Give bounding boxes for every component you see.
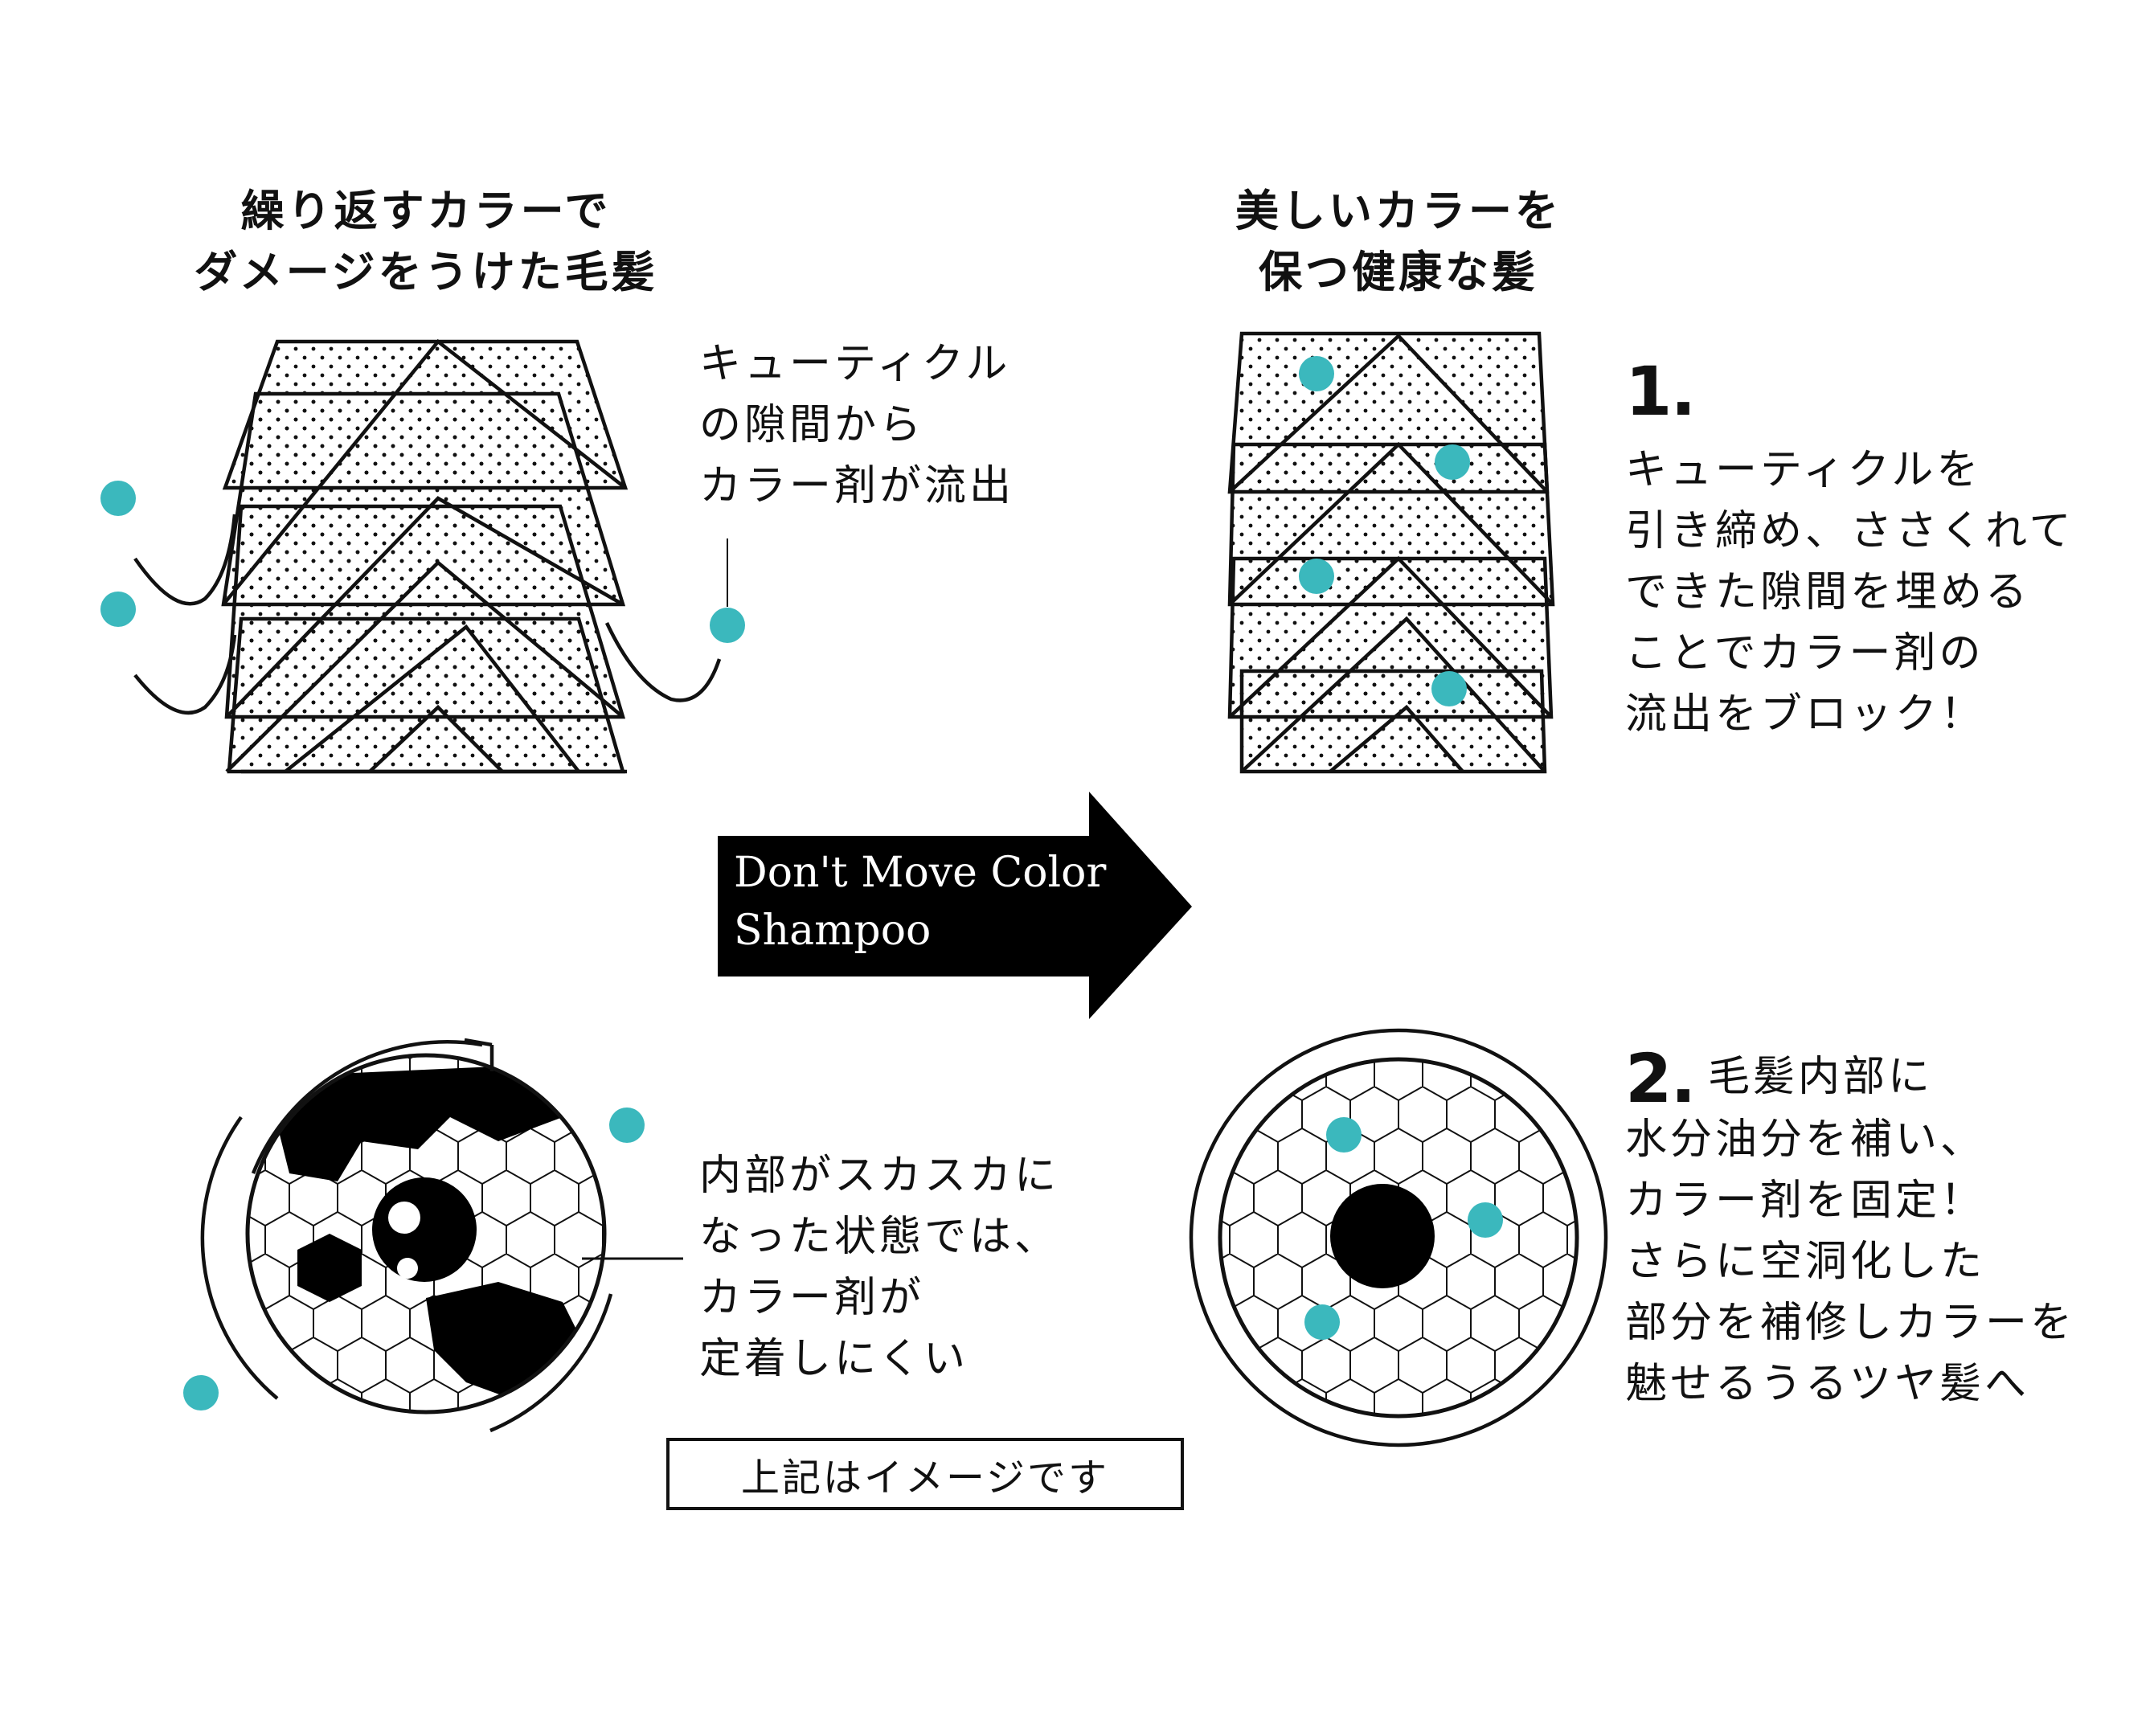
left-heading: 繰り返すカラーで ダメージをうけた毛髪 — [185, 181, 667, 303]
point-1-number: 1. — [1625, 352, 1696, 431]
cuticle-leak-note: キューティクル の隙間から カラー剤が流出 — [699, 334, 1014, 517]
point-line: キューティクルを — [1625, 446, 1982, 494]
note-line: カラー剤が流出 — [699, 462, 1015, 510]
note-line: の隙間から — [699, 401, 925, 449]
healthy-cuticle-illustration — [1227, 331, 1555, 774]
point-line: カラー剤を固定！ — [1625, 1177, 1986, 1225]
left-heading-line: 繰り返すカラーで — [240, 186, 612, 236]
point-line: 流出をブロック！ — [1625, 690, 1986, 739]
arrow-label-line: Don't Move Color — [734, 849, 1107, 897]
note-line: 内部がスカスカに — [699, 1152, 1060, 1200]
transform-arrow — [718, 792, 1192, 1019]
damaged-cuticle-illustration — [221, 338, 629, 774]
right-heading-line: 美しいカラーを — [1235, 186, 1562, 236]
right-heading: 美しいカラーを 保つ健康な髪 — [1153, 181, 1644, 303]
note-line: 定着しにくい — [699, 1335, 968, 1383]
arrow-label: Don't Move Color Shampoo — [734, 844, 1106, 960]
note-line: キューティクル — [699, 340, 1011, 388]
note-line: なった状態では、 — [699, 1213, 1060, 1261]
left-heading-line: ダメージをうけた毛髪 — [194, 247, 658, 297]
point-2-first-line: 毛髪内部に — [1708, 1053, 1934, 1101]
damaged-cross-section — [200, 1038, 683, 1433]
point-1-text: キューティクルを 引き締め、ささくれて できた隙間を埋める ことでカラー剤の 流… — [1625, 440, 2074, 745]
hollow-interior-note: 内部がスカスカに なった状態では、 カラー剤が 定着しにくい — [699, 1145, 1059, 1390]
healthy-cross-section — [1189, 1028, 1608, 1447]
dye-leaking-curves — [133, 514, 728, 715]
point-line: 魅せるうるツヤ髪へ — [1625, 1360, 2029, 1408]
note-line: カラー剤が — [699, 1274, 925, 1322]
point-line: 水分油分を補い、 — [1625, 1116, 1986, 1164]
point-2-number: 2. — [1625, 1039, 1696, 1118]
point-line: できた隙間を埋める — [1625, 568, 2031, 616]
point-line: さらに空洞化した — [1625, 1238, 1986, 1286]
point-line: 引き締め、ささくれて — [1625, 507, 2074, 555]
image-disclaimer: 上記はイメージです — [666, 1438, 1184, 1510]
right-heading-line: 保つ健康な髪 — [1259, 247, 1538, 297]
point-2-text: 水分油分を補い、 カラー剤を固定！ さらに空洞化した 部分を補修しカラーを 魅せ… — [1625, 1109, 2075, 1415]
point-line: 部分を補修しカラーを — [1625, 1299, 2076, 1347]
color-agent-dots — [100, 356, 1503, 1410]
arrow-label-line: Shampoo — [734, 907, 932, 955]
point-line: ことでカラー剤の — [1625, 629, 1984, 678]
